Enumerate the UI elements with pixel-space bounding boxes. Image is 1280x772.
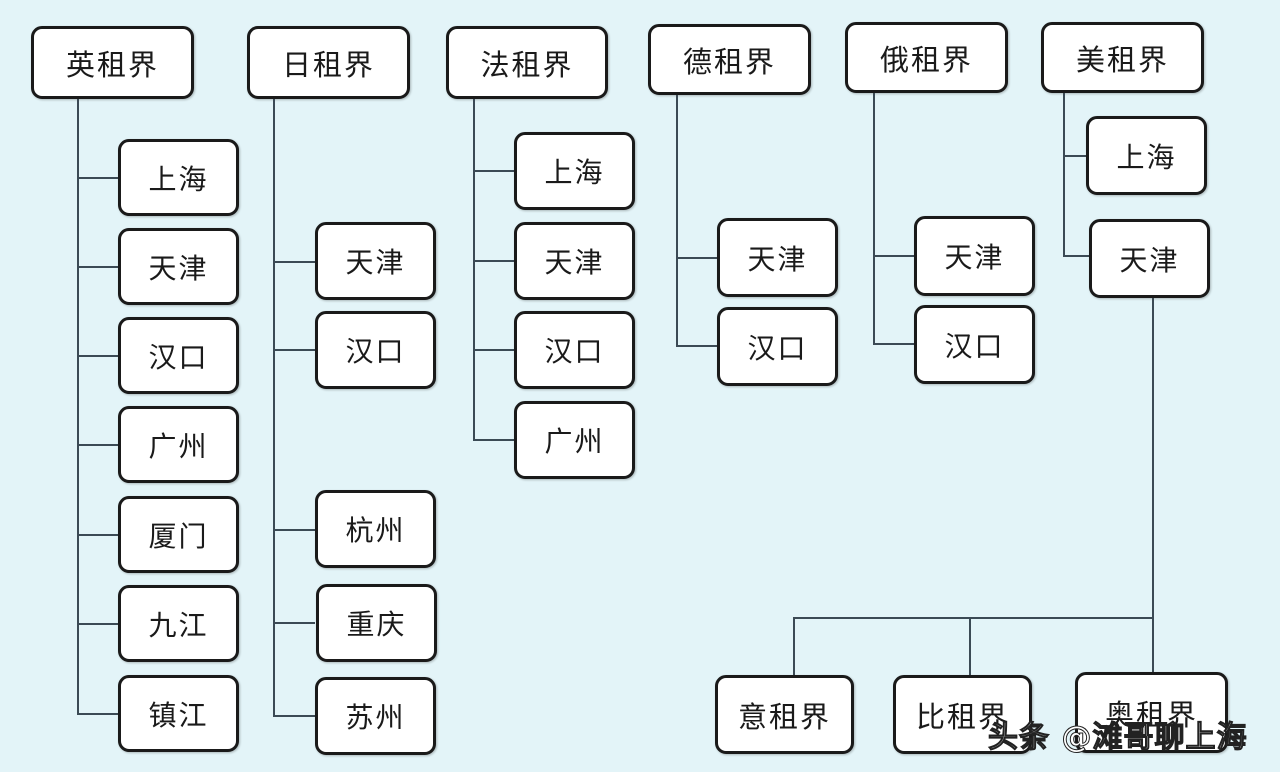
connector-tianjin-bus bbox=[793, 617, 1153, 619]
city-node: 广州 bbox=[118, 406, 239, 483]
city-node: 上海 bbox=[514, 132, 635, 210]
connector-branch bbox=[77, 713, 118, 715]
connector-branch bbox=[77, 623, 118, 625]
city-node: 镇江 bbox=[118, 675, 239, 752]
city-node: 汉口 bbox=[914, 305, 1035, 384]
connector-trunk-american bbox=[1063, 93, 1065, 256]
city-node: 苏州 bbox=[315, 677, 436, 755]
city-node: 上海 bbox=[118, 139, 239, 216]
connector-trunk-german bbox=[676, 95, 678, 346]
connector-trunk-russian bbox=[873, 93, 875, 344]
city-node: 重庆 bbox=[316, 584, 437, 662]
city-node: 天津 bbox=[514, 222, 635, 300]
connector-branch bbox=[873, 343, 914, 345]
connector-branch bbox=[77, 177, 118, 179]
city-node: 汉口 bbox=[118, 317, 239, 394]
connector-branch bbox=[77, 266, 118, 268]
city-node: 天津 bbox=[118, 228, 239, 305]
connector-tianjin-drop bbox=[1152, 298, 1154, 673]
watermark: 头条 @滩哥聊上海 bbox=[987, 720, 1248, 756]
connector-branch bbox=[273, 715, 315, 717]
city-node: 天津 bbox=[315, 222, 436, 300]
concession-french: 法租界 bbox=[446, 26, 608, 99]
concession-german: 德租界 bbox=[648, 24, 811, 95]
connector-branch bbox=[273, 261, 315, 263]
concession-austrian: 奥租界 bbox=[1075, 672, 1228, 753]
connector-branch bbox=[473, 439, 514, 441]
connector-branch bbox=[77, 444, 118, 446]
connector-branch bbox=[969, 617, 971, 675]
connector-branch bbox=[1063, 155, 1086, 157]
connector-branch bbox=[676, 257, 717, 259]
connector-branch bbox=[676, 345, 717, 347]
city-node: 汉口 bbox=[717, 307, 838, 386]
connector-branch bbox=[473, 349, 514, 351]
city-node: 广州 bbox=[514, 401, 635, 479]
city-node: 天津 bbox=[1089, 219, 1210, 298]
connector-trunk-british bbox=[77, 99, 79, 714]
connector-branch bbox=[793, 617, 795, 675]
concession-american: 美租界 bbox=[1041, 22, 1204, 93]
connector-branch bbox=[473, 260, 514, 262]
connector-trunk-french bbox=[473, 99, 475, 440]
connector-branch bbox=[1063, 255, 1089, 257]
city-node: 厦门 bbox=[118, 496, 239, 573]
concession-british: 英租界 bbox=[31, 26, 194, 99]
concession-italian: 意租界 bbox=[715, 675, 854, 754]
connector-branch bbox=[273, 622, 315, 624]
city-node: 上海 bbox=[1086, 116, 1207, 195]
connector-branch bbox=[77, 355, 118, 357]
concession-russian: 俄租界 bbox=[845, 22, 1008, 93]
concession-japanese: 日租界 bbox=[247, 26, 410, 99]
city-node: 九江 bbox=[118, 585, 239, 662]
city-node: 汉口 bbox=[315, 311, 436, 389]
city-node: 汉口 bbox=[514, 311, 635, 389]
city-node: 天津 bbox=[717, 218, 838, 297]
city-node: 杭州 bbox=[315, 490, 436, 568]
connector-branch bbox=[873, 255, 914, 257]
connector-branch bbox=[273, 349, 315, 351]
connector-branch bbox=[77, 534, 118, 536]
connector-branch bbox=[273, 529, 315, 531]
concession-belgian: 比租界 bbox=[893, 675, 1032, 754]
connector-branch bbox=[473, 170, 514, 172]
city-node: 天津 bbox=[914, 216, 1035, 296]
connector-trunk-japanese bbox=[273, 99, 275, 716]
